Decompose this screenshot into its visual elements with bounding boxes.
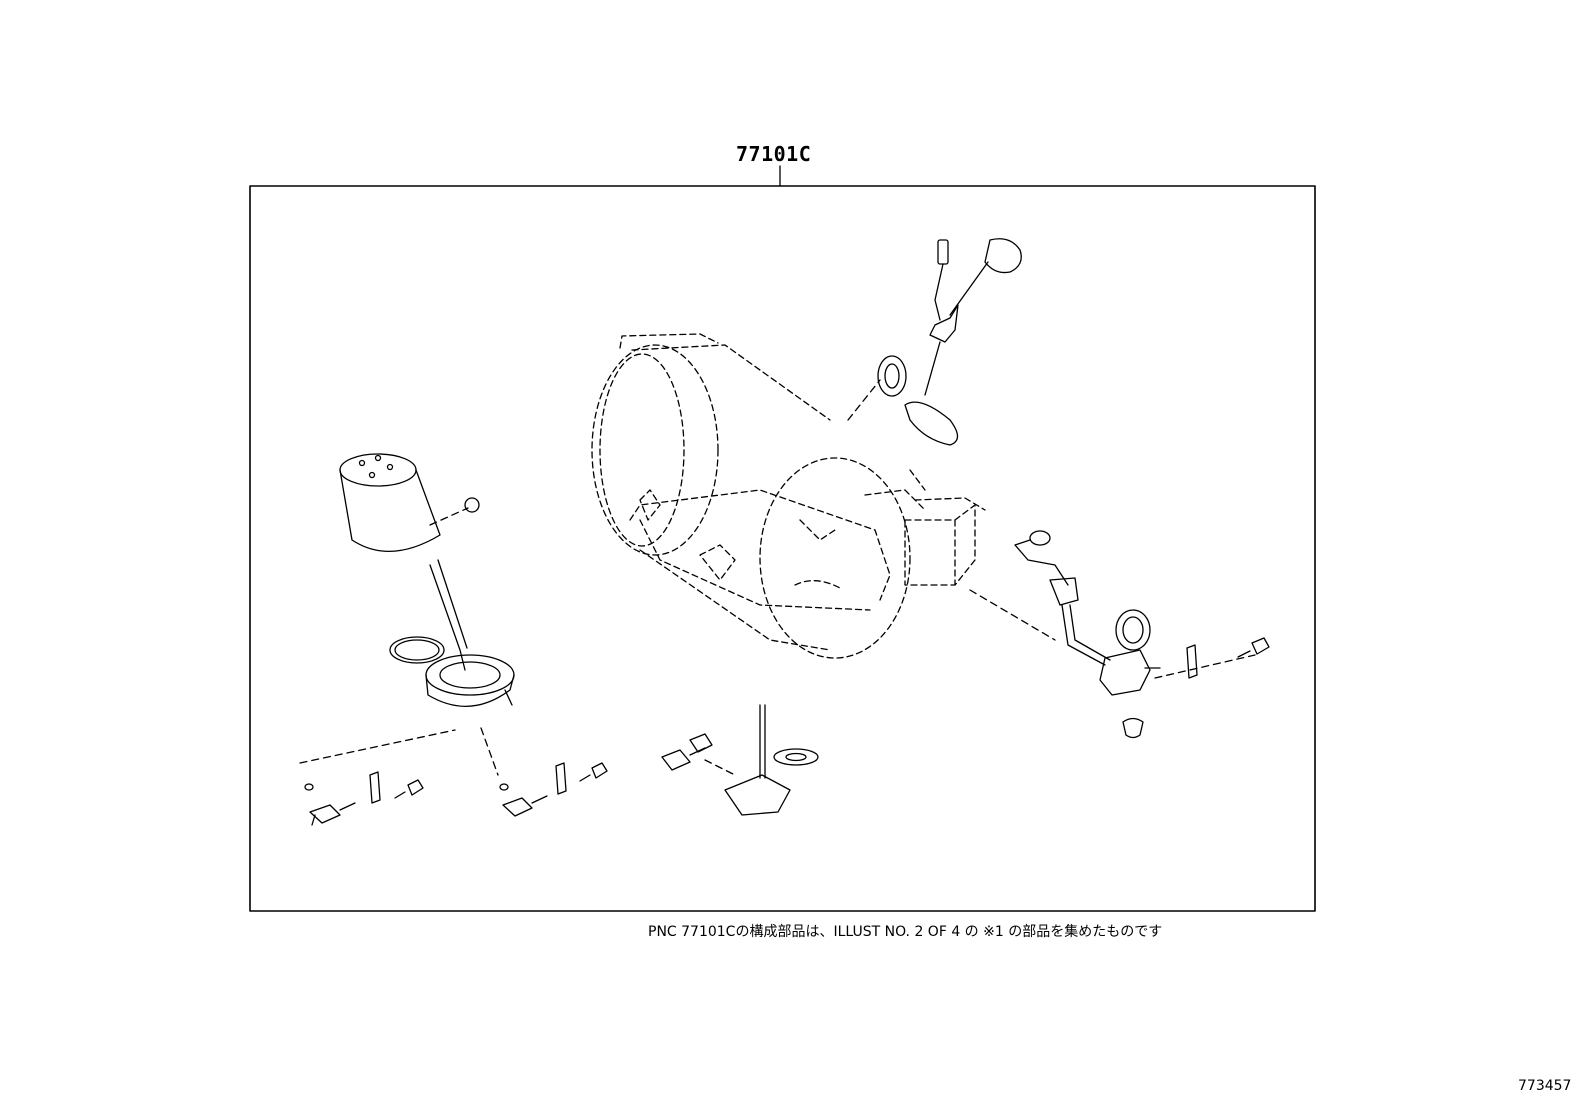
assembly-frame <box>249 185 1316 912</box>
sensor-group <box>661 704 819 816</box>
assembly-note: PNC 77101Cの構成部品は、ILLUST NO. 2 OF 4 の ※1 … <box>648 924 1163 940</box>
dashed-leaders <box>299 379 1256 776</box>
pump-mount-plate <box>425 654 515 707</box>
bolt-left <box>394 779 424 799</box>
right-gasket-ring <box>1115 609 1151 651</box>
clip-middle <box>555 762 567 795</box>
bolt-middle <box>579 762 608 782</box>
bolt-right <box>1237 637 1270 658</box>
right-grommet <box>1122 717 1144 739</box>
illustration-ref-number: 773457 <box>1518 1078 1572 1094</box>
fuel-sender-top <box>877 238 1022 446</box>
pump-gasket-ring <box>389 636 445 664</box>
connector-left <box>304 783 356 826</box>
part-number-label: 77101C <box>736 142 812 166</box>
fuel-sender-right <box>1014 530 1161 696</box>
clip-right <box>1186 644 1198 679</box>
fuel-pump-canister <box>339 453 441 552</box>
pump-tube <box>429 559 468 671</box>
grommet <box>464 497 480 513</box>
connector-middle <box>499 783 548 817</box>
fuel-tank-body <box>591 333 926 659</box>
clip-left <box>369 771 381 804</box>
tank-side-bracket <box>904 497 986 586</box>
